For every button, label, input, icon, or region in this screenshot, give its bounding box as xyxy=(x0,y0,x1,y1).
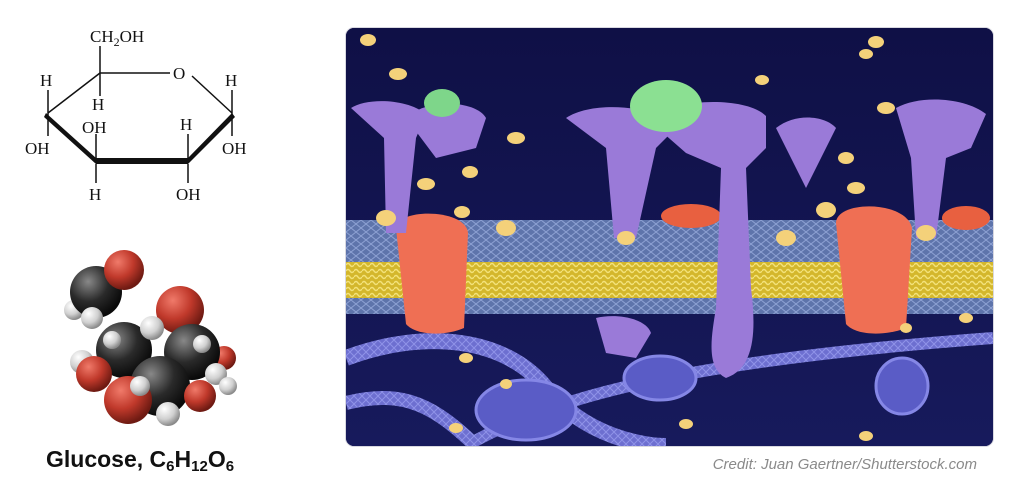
label-ch2oh: CH2OH xyxy=(90,27,144,49)
label-h-c2-up: H xyxy=(180,115,192,134)
oxygen-atom xyxy=(104,250,144,290)
oxygen-atom xyxy=(76,356,112,392)
cell-membrane-picture xyxy=(346,28,993,446)
mitochondrion xyxy=(474,378,578,442)
hydrogen-atom xyxy=(156,402,180,426)
label-h-c3: H xyxy=(89,185,101,204)
label-h-c1-top: H xyxy=(225,71,237,90)
hydrogen-atom xyxy=(205,363,227,385)
hydrogen-atom xyxy=(130,376,150,396)
hydrogen-atom xyxy=(81,307,103,329)
ring-bond-front-left xyxy=(44,113,96,164)
glucose-haworth-structure: CH2OH O H H H OH H OH OH OH H xyxy=(25,27,247,204)
label-oh-c2: OH xyxy=(176,185,201,204)
transport-protein xyxy=(836,206,912,334)
hydrogen-atom xyxy=(193,335,211,353)
glucose-molecules xyxy=(360,34,973,441)
hydrogen-atom xyxy=(219,377,237,395)
ring-bond-left xyxy=(47,72,101,114)
label-oh-c4: OH xyxy=(25,139,50,158)
label-oh-c3-up: OH xyxy=(82,118,107,137)
ring-bond-front-right xyxy=(188,113,235,164)
mitochondrion xyxy=(622,354,698,402)
oxygen-atom xyxy=(156,286,204,334)
peripheral-protein xyxy=(942,206,990,230)
ring-bond-front xyxy=(96,158,188,164)
label-h-c5-down: H xyxy=(92,95,104,114)
mitochondrion xyxy=(874,356,930,416)
glucose-space-filling-model xyxy=(64,250,237,426)
label-h-c4-top: H xyxy=(40,71,52,90)
label-oh-c1: OH xyxy=(222,139,247,158)
transport-protein xyxy=(396,213,468,334)
cytoskeleton-fiber xyxy=(346,391,481,446)
peripheral-protein xyxy=(661,204,721,228)
glucose-formula-caption: Glucose, C6H12O6 xyxy=(46,446,235,475)
oxygen-atom xyxy=(184,380,216,412)
hydrogen-atom xyxy=(140,316,164,340)
ring-bond-right xyxy=(191,75,233,114)
hydrogen-atom xyxy=(103,331,121,349)
ligand-molecule xyxy=(424,89,460,117)
ligand-molecule xyxy=(630,80,702,132)
receptor-proteins xyxy=(351,99,986,379)
cell-membrane-illustration xyxy=(346,28,993,446)
membrane-inner-heads xyxy=(346,298,993,314)
image-credit: Credit: Juan Gaertner/Shutterstock.com xyxy=(712,456,977,473)
label-ring-oxygen: O xyxy=(173,64,185,83)
